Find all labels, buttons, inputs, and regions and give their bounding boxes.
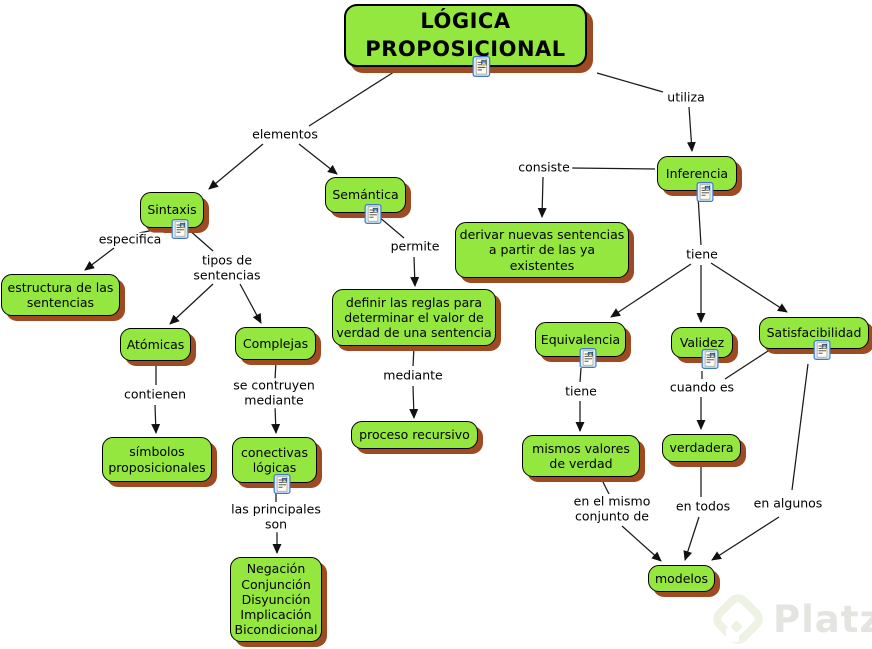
- link-label-cuando-es: cuando es: [667, 379, 737, 396]
- concept-label: LÓGICA PROPOSICIONAL: [365, 9, 566, 61]
- resource-icon[interactable]: [441, 56, 491, 77]
- connector: [274, 360, 277, 381]
- concept-node-validez[interactable]: Validez: [671, 327, 733, 369]
- concept-label: conectivas lógicas: [241, 444, 308, 475]
- concept-label: Satisfacibilidad: [766, 325, 862, 341]
- connector: [151, 404, 161, 434]
- concept-label: Equivalencia: [540, 331, 621, 347]
- link-label-se-construyen-mediante: se contruyen mediante: [231, 377, 317, 408]
- resource-icon[interactable]: [564, 348, 597, 368]
- concept-label: Atómicas: [126, 336, 185, 352]
- connector: [791, 363, 809, 491]
- concept-node-lista-conectivas[interactable]: Negación Conjunción Disyunción Implicaci…: [230, 557, 322, 642]
- concept-label: Inferencia: [665, 165, 729, 181]
- concept-node-atomicas[interactable]: Atómicas: [120, 328, 191, 361]
- concept-label: proceso recursivo: [359, 427, 470, 443]
- link-label-en-algunos: en algunos: [751, 495, 825, 512]
- concept-label: Sintaxis: [147, 202, 197, 218]
- concept-label: derivar nuevas sentencias a partir de la…: [459, 227, 625, 273]
- link-label-contienen: contienen: [121, 386, 189, 403]
- connector: [412, 346, 415, 367]
- concept-node-proceso-recursivo[interactable]: proceso recursivo: [351, 421, 478, 449]
- concept-label: definir las reglas para determinar el va…: [336, 294, 492, 341]
- link-label-tiene-inferencia: tiene: [684, 246, 720, 263]
- resource-icon[interactable]: [681, 182, 714, 202]
- resource-icon[interactable]: [686, 349, 719, 369]
- connector: [169, 283, 214, 325]
- concept-label: estructura de las sentencias: [7, 279, 114, 310]
- platzi-watermark: Platzi: [712, 592, 872, 646]
- link-label-elementos: elementos: [250, 126, 320, 143]
- connector: [570, 167, 656, 170]
- concept-label: Complejas: [242, 335, 309, 351]
- link-label-permite: permite: [388, 238, 442, 255]
- concept-label: modelos: [654, 570, 709, 586]
- link-label-en-todos: en todos: [673, 498, 733, 515]
- concept-label: Validez: [679, 334, 725, 350]
- resource-icon[interactable]: [258, 474, 291, 494]
- concept-node-inferencia[interactable]: Inferencia: [657, 156, 737, 202]
- connector: [610, 263, 692, 318]
- connector: [308, 69, 398, 127]
- connector: [84, 247, 115, 271]
- concept-node-logica-proposicional[interactable]: LÓGICA PROPOSICIONAL: [344, 4, 587, 77]
- resource-icon[interactable]: [349, 204, 382, 224]
- link-label-especifica: especifica: [96, 231, 164, 248]
- concept-node-simbolos-proposicionales[interactable]: símbolos proposicionales: [102, 437, 212, 482]
- connector: [537, 176, 547, 218]
- resource-icon[interactable]: [798, 340, 831, 360]
- platzi-logo-icon: [713, 594, 763, 644]
- connector: [697, 195, 702, 246]
- connector: [710, 262, 788, 313]
- connector: [138, 228, 160, 234]
- resource-icon[interactable]: [156, 219, 189, 239]
- connector: [187, 228, 214, 252]
- connector: [596, 72, 664, 93]
- connector: [377, 215, 405, 239]
- connector: [724, 350, 769, 380]
- concept-node-modelos[interactable]: modelos: [648, 565, 715, 592]
- link-label-mediante: mediante: [381, 367, 445, 384]
- connector: [298, 143, 338, 175]
- link-label-tiene-equivalencia: tiene: [563, 383, 599, 400]
- concept-node-semantica[interactable]: Semántica: [325, 177, 406, 224]
- concept-node-equivalencia[interactable]: Equivalencia: [535, 322, 626, 368]
- connector: [208, 143, 264, 190]
- concept-label: símbolos proposicionales: [108, 444, 206, 475]
- connector: [579, 367, 582, 383]
- link-label-tipos-de-sentencias: tipos de sentencias: [191, 252, 263, 283]
- connector: [621, 525, 662, 562]
- connector: [239, 283, 262, 324]
- concept-node-estructura-sentencias[interactable]: estructura de las sentencias: [1, 274, 120, 316]
- connector: [600, 477, 610, 495]
- concept-node-verdadera[interactable]: verdadera: [662, 434, 741, 462]
- connector: [409, 385, 419, 419]
- concept-node-conectivas-logicas[interactable]: conectivas lógicas: [232, 437, 317, 494]
- connector: [683, 516, 700, 561]
- concept-node-sintaxis[interactable]: Sintaxis: [140, 192, 204, 239]
- link-label-utiliza: utiliza: [665, 89, 707, 106]
- concept-node-definir-reglas[interactable]: definir las reglas para determinar el va…: [332, 289, 496, 346]
- concept-label: verdadera: [669, 440, 734, 456]
- link-label-en-el-mismo-conjunto: en el mismo conjunto de: [571, 493, 653, 524]
- concept-node-derivar-sentencias[interactable]: derivar nuevas sentencias a partir de la…: [455, 222, 629, 278]
- connector: [711, 516, 780, 561]
- link-label-las-principales-son: las principales son: [229, 501, 323, 532]
- link-label-consiste: consiste: [516, 159, 572, 176]
- concept-label: Semántica: [332, 187, 399, 203]
- connector: [410, 256, 420, 287]
- concept-node-satisfacibilidad[interactable]: Satisfacibilidad: [759, 317, 869, 360]
- connector: [271, 405, 281, 434]
- concept-label: Negación Conjunción Disyunción Implicaci…: [234, 561, 318, 638]
- platzi-watermark-text: Platzi: [773, 597, 872, 641]
- concept-node-complejas[interactable]: Complejas: [235, 327, 316, 360]
- concept-label: mismos valores de verdad: [532, 440, 630, 471]
- concept-node-mismos-valores[interactable]: mismos valores de verdad: [522, 435, 640, 477]
- connector: [686, 106, 696, 152]
